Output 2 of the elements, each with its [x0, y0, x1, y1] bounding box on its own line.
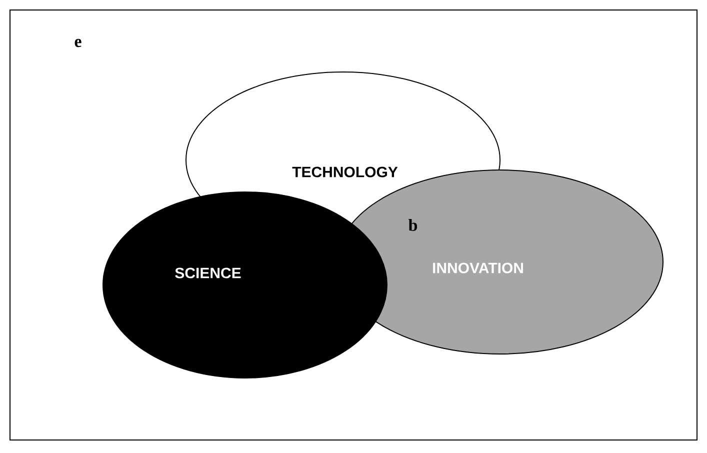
letter-label: e — [74, 38, 82, 48]
letter-label: b — [408, 219, 418, 231]
